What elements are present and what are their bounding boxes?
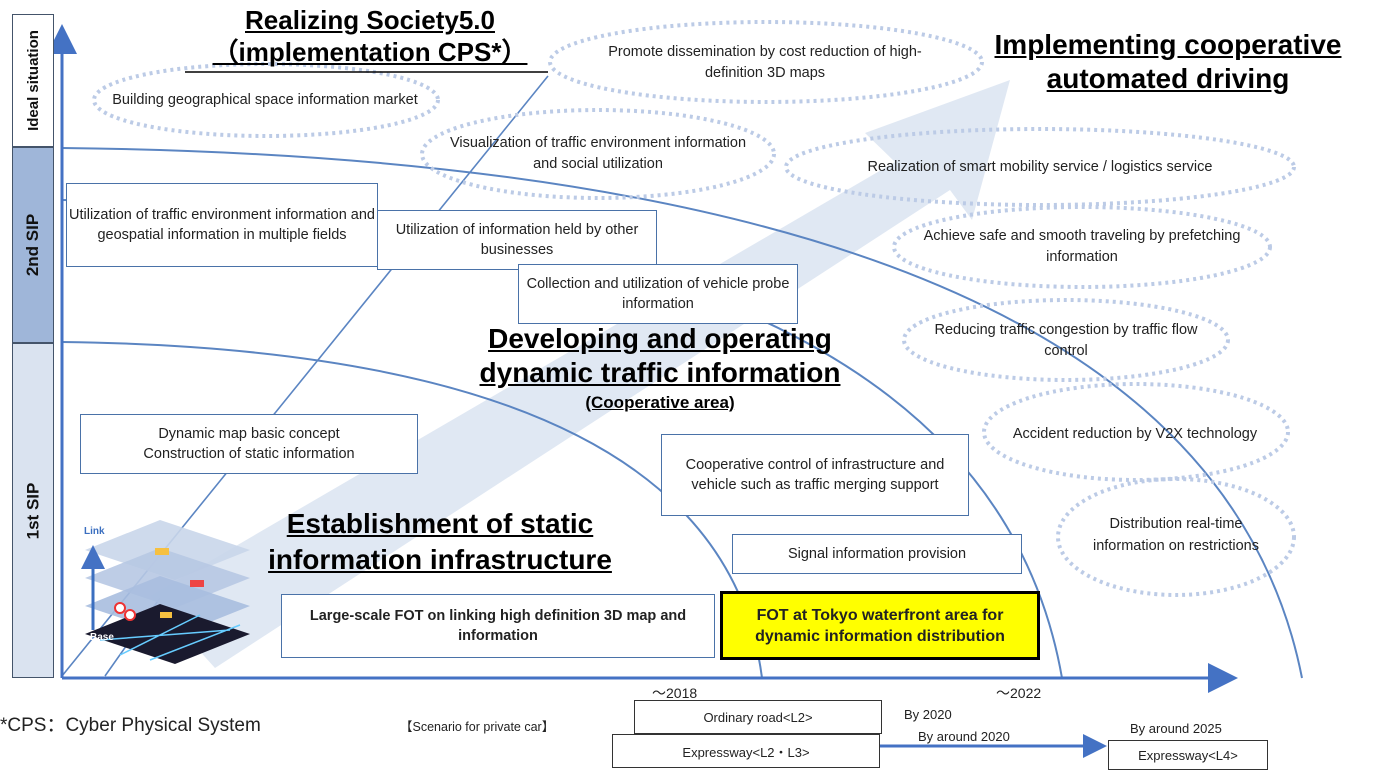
scenario-label: 【Scenario for private car】 — [400, 720, 555, 734]
heading-cooperative: Implementing cooperative automated drivi… — [968, 28, 1368, 96]
box-other-businesses: Utilization of information held by other… — [377, 210, 657, 270]
heading-static-line2: information infrastructure — [268, 544, 612, 575]
map-label-base: Base — [90, 632, 114, 643]
phase-2nd-sip: 2nd SIP — [12, 147, 54, 343]
map-label-link: Link — [84, 526, 105, 537]
arc-outer — [61, 147, 1303, 679]
expressway-l2-l3-box: Expressway<L2・L3> — [612, 734, 880, 768]
phase-ideal: Ideal situation — [12, 14, 54, 147]
heading-dynamic-line2: dynamic traffic information — [479, 357, 841, 388]
heading-society-line2: （implementation CPS*） — [212, 37, 528, 67]
box-signal-information: Signal information provision — [732, 534, 1022, 574]
ordinary-road-box: Ordinary road<L2> — [634, 700, 882, 734]
phase-1st-sip: 1st SIP — [12, 343, 54, 678]
label-by-around-2020: By around 2020 — [918, 729, 1010, 744]
bubble-safe-traveling: Achieve safe and smooth traveling by pre… — [923, 228, 1241, 265]
heading-cooperative-line2: automated driving — [1046, 63, 1290, 94]
arc-inner — [61, 341, 763, 679]
heading-static: Establishment of static information infr… — [230, 506, 650, 578]
footnote-cps: *CPS：Cyber Physical System — [0, 715, 261, 736]
box-dynamic-map-concept: Dynamic map basic concept Construction o… — [80, 414, 418, 474]
label-by-2020: By 2020 — [904, 707, 952, 722]
phase-2nd-sip-label: 2nd SIP — [23, 213, 43, 277]
bubble-v2x: Accident reduction by V2X technology — [1012, 425, 1258, 442]
heading-cooperative-line1: Implementing cooperative — [994, 29, 1342, 60]
progress-arrow — [150, 80, 1010, 668]
bubble-visualization: Visualization of traffic environment inf… — [449, 135, 747, 172]
box-large-scale-fot: Large-scale FOT on linking high definiti… — [281, 594, 715, 658]
map-illustration — [81, 520, 250, 664]
heading-dynamic: Developing and operating dynamic traffic… — [440, 322, 880, 416]
tick-2018: ～2018 — [652, 685, 698, 701]
label-by-around-2025: By around 2025 — [1130, 721, 1222, 736]
box-cooperative-control: Cooperative control of infrastructure an… — [661, 434, 969, 516]
bubble-restrictions: Distribution real-time information on re… — [1092, 516, 1259, 554]
bubble-smart-mobility: Realization of smart mobility service / … — [867, 158, 1213, 175]
tick-2022: ～2022 — [996, 685, 1042, 701]
bubble-3d-maps: Promote dissemination by cost reduction … — [608, 44, 922, 81]
heading-society: Realizing Society5.0 （implementation CPS… — [150, 4, 590, 68]
heading-dynamic-line1: Developing and operating — [488, 323, 832, 354]
box-traffic-environment: Utilization of traffic environment infor… — [66, 183, 378, 267]
heading-dynamic-sub: (Cooperative area) — [585, 393, 735, 412]
expressway-l4-box: Expressway<L4> — [1108, 740, 1268, 770]
bubble-geo-market: Building geographical space information … — [112, 91, 418, 108]
heading-static-line1: Establishment of static — [286, 508, 594, 539]
bubble-congestion: Reducing traffic congestion by traffic f… — [934, 322, 1198, 359]
heading-society-line1: Realizing Society5.0 — [245, 5, 495, 35]
box-tokyo-fot: FOT at Tokyo waterfront area for dynamic… — [720, 591, 1040, 660]
box-vehicle-probe: Collection and utilization of vehicle pr… — [518, 264, 798, 324]
phase-1st-sip-label: 1st SIP — [23, 482, 43, 539]
phase-ideal-label: Ideal situation — [24, 30, 42, 131]
